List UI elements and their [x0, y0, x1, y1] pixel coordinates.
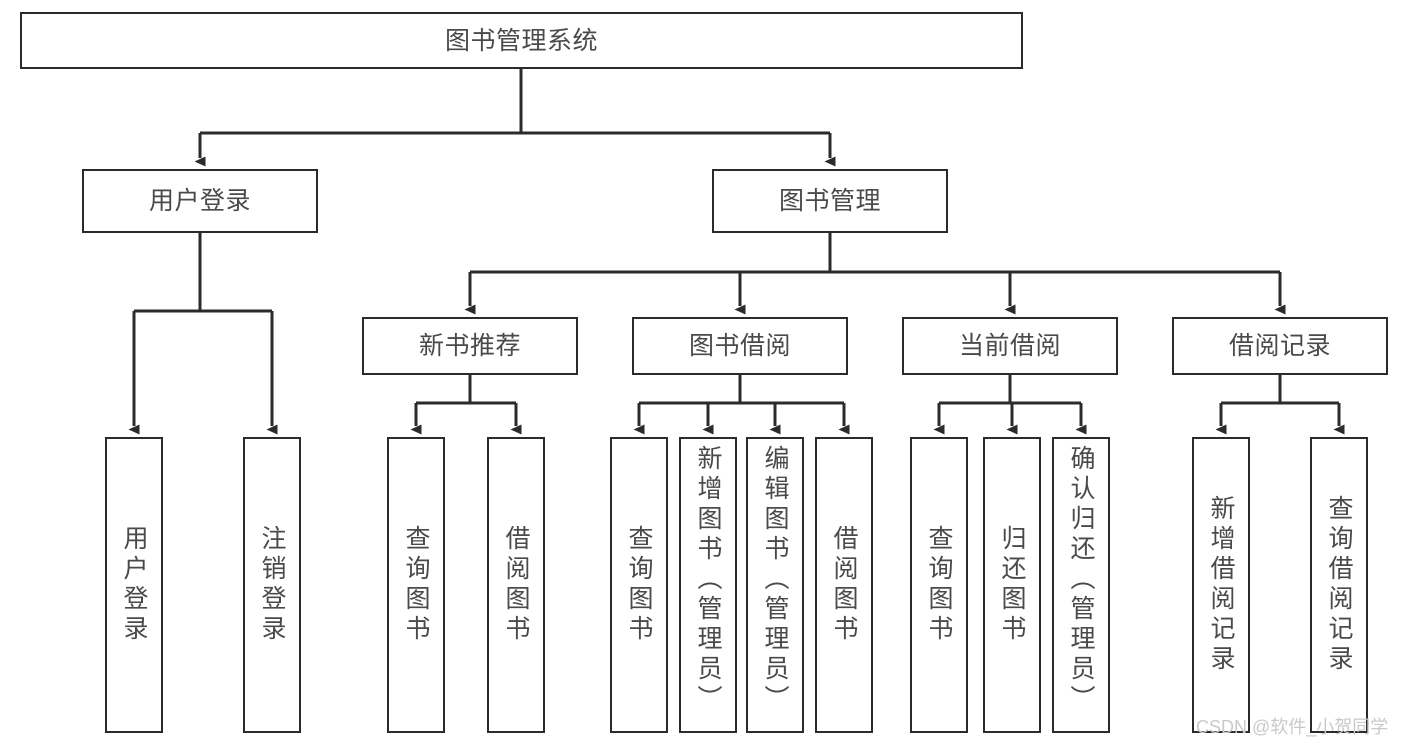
- leaf-add-record[interactable]: 新增借阅记录: [1192, 437, 1250, 733]
- leaf-borrow-book-rec-label: 借阅图书: [502, 525, 530, 645]
- node-book-management[interactable]: 图书管理: [712, 169, 948, 233]
- node-borrow-records-label: 借阅记录: [1228, 332, 1331, 360]
- node-new-book-recommend-label: 新书推荐: [418, 332, 521, 360]
- node-book-management-label: 图书管理: [778, 187, 881, 215]
- leaf-query-book-borrow[interactable]: 查询图书: [610, 437, 668, 733]
- leaf-user-login[interactable]: 用户登录: [105, 437, 163, 733]
- leaf-edit-book[interactable]: 编辑图书（管理员）: [746, 437, 804, 733]
- leaf-query-book-current-label: 查询图书: [925, 525, 953, 645]
- node-book-borrow[interactable]: 图书借阅: [632, 317, 848, 375]
- node-user-login[interactable]: 用户登录: [82, 169, 318, 233]
- leaf-edit-book-label: 编辑图书（管理员）: [761, 445, 789, 715]
- leaf-add-record-label: 新增借阅记录: [1207, 495, 1235, 675]
- leaf-query-record[interactable]: 查询借阅记录: [1310, 437, 1368, 733]
- csdn-watermark: CSDN @软件_小贺同学: [1196, 717, 1389, 737]
- leaf-logout[interactable]: 注销登录: [243, 437, 301, 733]
- leaf-confirm-return-label: 确认归还（管理员）: [1067, 445, 1095, 715]
- node-current-borrow[interactable]: 当前借阅: [902, 317, 1118, 375]
- leaf-return-book[interactable]: 归还图书: [983, 437, 1041, 733]
- leaf-query-book-rec-label: 查询图书: [402, 525, 430, 645]
- leaf-query-book-rec[interactable]: 查询图书: [387, 437, 445, 733]
- leaf-borrow-book-label: 借阅图书: [830, 525, 858, 645]
- leaf-confirm-return[interactable]: 确认归还（管理员）: [1052, 437, 1110, 733]
- leaf-query-book-current[interactable]: 查询图书: [910, 437, 968, 733]
- node-root-label: 图书管理系统: [444, 26, 598, 55]
- leaf-add-book-label: 新增图书（管理员）: [694, 445, 722, 715]
- leaf-user-login-label: 用户登录: [120, 525, 148, 645]
- leaf-borrow-book-rec[interactable]: 借阅图书: [487, 437, 545, 733]
- node-new-book-recommend[interactable]: 新书推荐: [362, 317, 578, 375]
- node-current-borrow-label: 当前借阅: [958, 332, 1061, 360]
- leaf-add-book[interactable]: 新增图书（管理员）: [679, 437, 737, 733]
- node-user-login-label: 用户登录: [148, 187, 251, 215]
- leaf-query-record-label: 查询借阅记录: [1325, 495, 1353, 675]
- node-book-borrow-label: 图书借阅: [688, 332, 791, 360]
- leaf-query-book-borrow-label: 查询图书: [625, 525, 653, 645]
- leaf-return-book-label: 归还图书: [998, 525, 1026, 645]
- leaf-borrow-book[interactable]: 借阅图书: [815, 437, 873, 733]
- node-root[interactable]: 图书管理系统: [20, 12, 1023, 69]
- leaf-logout-label: 注销登录: [258, 525, 286, 645]
- node-borrow-records[interactable]: 借阅记录: [1172, 317, 1388, 375]
